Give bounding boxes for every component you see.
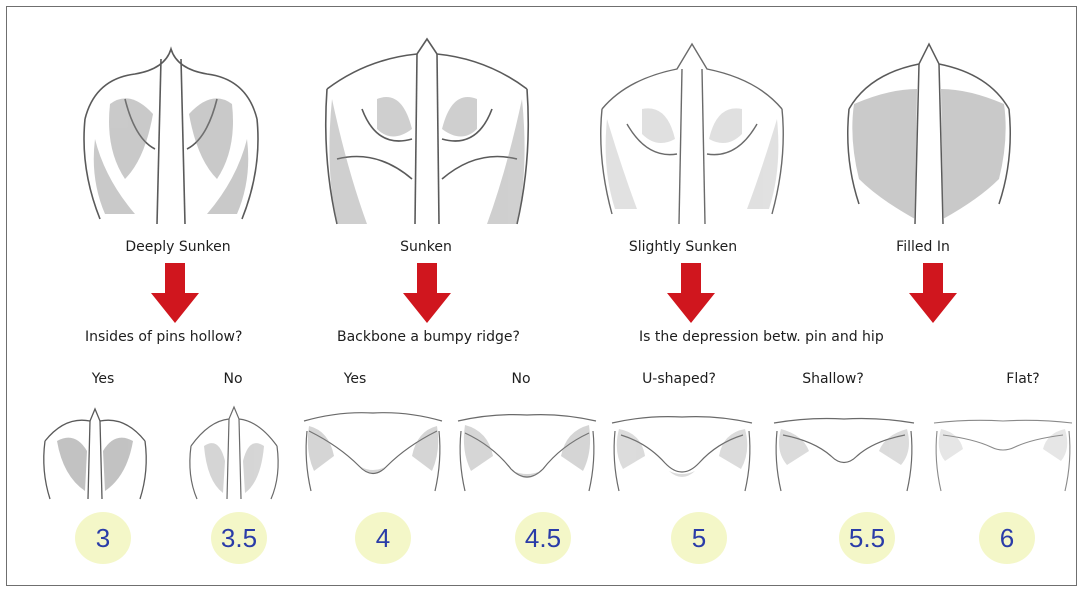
sketch-deeply-sunken — [65, 29, 277, 229]
sketch-score-3 — [35, 401, 155, 501]
score-badge-5-5: 5.5 — [839, 512, 895, 564]
score-badge-3: 3 — [75, 512, 131, 564]
score-value: 5 — [692, 523, 706, 554]
question-pins-hollow: Insides of pins hollow? — [85, 329, 242, 345]
question-backbone-ridge: Backbone a bumpy ridge? — [337, 329, 520, 345]
score-value: 4.5 — [525, 523, 561, 554]
score-badge-4: 4 — [355, 512, 411, 564]
answer-shallow: Shallow? — [802, 371, 864, 387]
question-depression-shape: Is the depression betw. pin and hip — [639, 329, 884, 345]
sketch-score-6 — [929, 401, 1077, 501]
answer-yes: Yes — [344, 371, 367, 387]
score-value: 5.5 — [849, 523, 885, 554]
answer-flat: Flat? — [1006, 371, 1039, 387]
score-value: 6 — [1000, 523, 1014, 554]
sketch-filled-in — [829, 29, 1029, 229]
category-label-deeply-sunken: Deeply Sunken — [125, 239, 230, 255]
arrow-down-icon — [151, 263, 199, 323]
sketch-score-4 — [299, 401, 447, 501]
arrow-down-icon — [403, 263, 451, 323]
answer-u-shaped: U-shaped? — [642, 371, 716, 387]
sketch-score-4-5 — [453, 401, 601, 501]
answer-yes: Yes — [92, 371, 115, 387]
answer-no: No — [223, 371, 242, 387]
sketch-score-5 — [607, 401, 757, 501]
category-label-slightly-sunken: Slightly Sunken — [629, 239, 737, 255]
score-badge-3-5: 3.5 — [211, 512, 267, 564]
score-badge-4-5: 4.5 — [515, 512, 571, 564]
score-value: 3.5 — [221, 523, 257, 554]
score-badge-5: 5 — [671, 512, 727, 564]
sketch-score-3-5 — [179, 401, 289, 501]
score-badge-6: 6 — [979, 512, 1035, 564]
sketch-sunken — [317, 29, 537, 229]
answer-no: No — [511, 371, 530, 387]
arrow-down-icon — [909, 263, 957, 323]
arrow-down-icon — [667, 263, 715, 323]
category-label-filled-in: Filled In — [896, 239, 950, 255]
sketch-score-5-5 — [769, 401, 919, 501]
score-value: 4 — [376, 523, 390, 554]
diagram-frame: Deeply Sunken Sunken Slightly Sunken Fil… — [6, 6, 1077, 586]
score-value: 3 — [96, 523, 110, 554]
sketch-slightly-sunken — [587, 29, 797, 229]
category-label-sunken: Sunken — [400, 239, 452, 255]
